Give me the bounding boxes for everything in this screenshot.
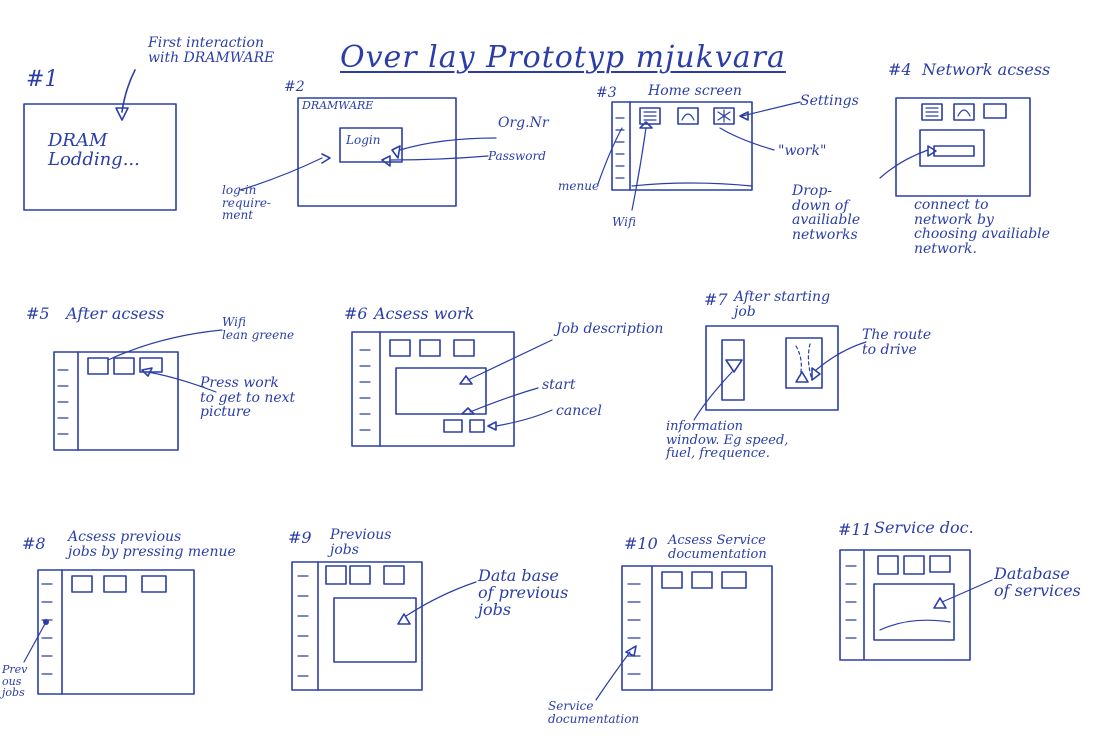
sketch-title: Over lay Prototyp mjukvara (340, 40, 786, 75)
frame-4-heading: Network acsess (922, 60, 1051, 79)
frame-2-number: #2 (284, 79, 305, 95)
frame-11-number: #11 (838, 520, 872, 539)
frame-6-annotation-cancel: cancel (556, 403, 602, 419)
frame-5-heading: After acsess (66, 304, 165, 323)
frame-2-annotation-password: Password (488, 149, 546, 163)
frame-3-heading: Home screen (648, 83, 742, 99)
frame-2-login-label: Login (346, 133, 381, 147)
frame-1-number: #1 (26, 67, 59, 92)
frame-3-number: #3 (596, 85, 617, 101)
frame-11-screen (839, 549, 993, 661)
frame-8-annotation-previous-jobs: Prev ous jobs (2, 663, 28, 700)
frame-6-annotation-job-description: Job description (556, 321, 664, 337)
frame-7-screen (693, 325, 867, 421)
frame-11-heading: Service doc. (874, 518, 974, 537)
frame-4-annotation-connect: connect to network by choosing availiabl… (914, 197, 1050, 258)
frame-6-heading: Acsess work (374, 304, 475, 323)
frame-2-screen (239, 97, 497, 207)
frame-3-annotation-work: "work" (778, 143, 827, 159)
frame-7-number: #7 (704, 290, 728, 309)
frame-8-screen (23, 569, 195, 695)
frame-10-screen (595, 565, 773, 701)
frame-5-annotation-press-work: Press work to get to next picture (200, 375, 296, 421)
frame-1-annotation: First interaction with DRAMWARE (148, 35, 275, 66)
frame-9-number: #9 (288, 528, 312, 547)
frame-7-annotation-info-window: information window. Eg speed, fuel, freq… (666, 419, 789, 462)
frame-4-annotation-dropdown: Drop- down of availiable networks (792, 183, 861, 244)
frame-10-annotation-service-doc: Service documentation (548, 699, 640, 726)
frame-11-annotation-database: Database of services (994, 564, 1081, 600)
frame-1-screen-text: DRAM Lodding... (48, 130, 140, 170)
frame-6-number: #6 (344, 304, 368, 323)
frame-4-number: #4 (888, 60, 912, 79)
frame-2-annotation-org: Org.Nr (498, 115, 549, 131)
frame-3-screen (597, 101, 801, 211)
frame-5-screen (53, 329, 223, 451)
frame-7-annotation-route: The route to drive (862, 327, 932, 358)
frame-10-number: #10 (624, 534, 658, 553)
frame-8-number: #8 (22, 534, 46, 553)
frame-4-screen (879, 97, 1031, 197)
frame-2-screen-header: DRAMWARE (302, 99, 374, 112)
frame-9-screen (291, 561, 477, 691)
frame-10-heading: Acsess Service documentation (668, 533, 767, 562)
frame-9-annotation-database: Data base of previous jobs (478, 566, 569, 619)
frame-8-heading: Acsess previous jobs by pressing menue (68, 529, 236, 560)
frame-9-heading: Previous jobs (330, 527, 392, 558)
frame-3-annotation-settings: Settings (800, 93, 859, 109)
frame-1-screen (23, 69, 177, 211)
frame-7-heading: After starting job (734, 289, 831, 320)
frame-3-annotation-wifi: Wifi (612, 215, 636, 229)
frame-6-screen (351, 331, 553, 447)
frame-5-annotation-wifi: Wifi lean greene (222, 315, 295, 342)
frame-5-number: #5 (26, 304, 50, 323)
frame-6-annotation-start: start (542, 377, 576, 393)
frame-3-annotation-menu: menue (558, 179, 600, 193)
frame-2-annotation-login-requirement: log-in require- ment (222, 183, 271, 223)
